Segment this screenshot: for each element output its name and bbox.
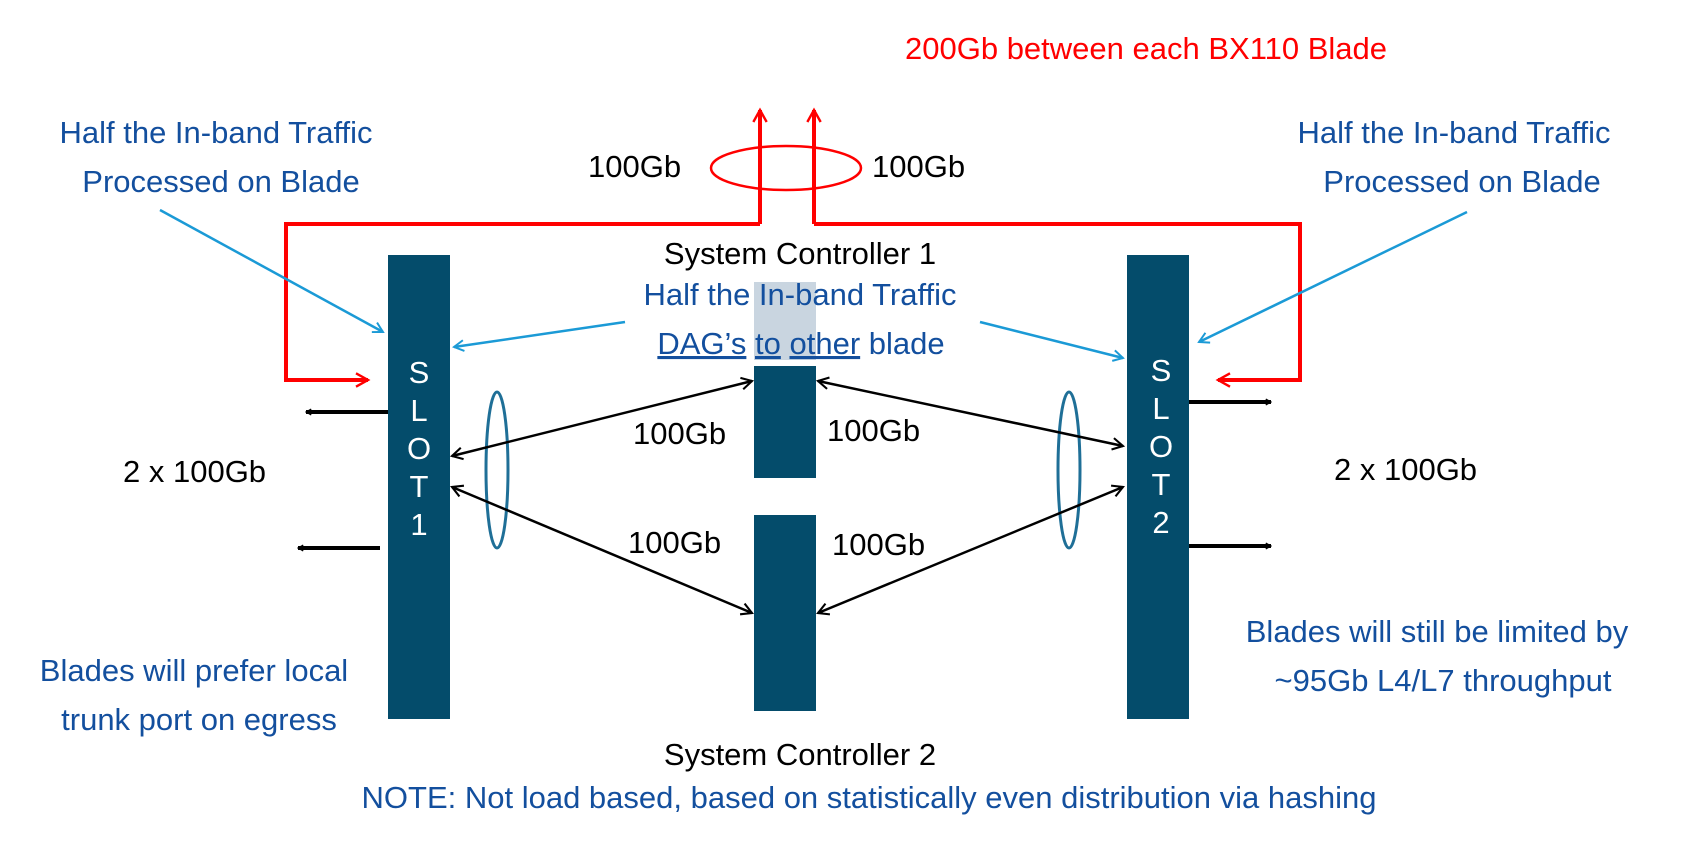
red-bundle-ring — [709, 144, 863, 192]
other-word: other — [789, 326, 860, 361]
slot2-letter: O — [1149, 429, 1173, 464]
footer-note: NOTE: Not load based, based on statistic… — [362, 780, 1377, 815]
note-right-bottom-line2: ~95Gb L4/L7 throughput — [1275, 663, 1612, 698]
slot1-blade — [388, 255, 450, 719]
slot1-letter: 1 — [410, 507, 427, 542]
slot1-letter: O — [407, 431, 431, 466]
slot2-letter: 2 — [1152, 505, 1169, 540]
note-left-top: Half the In-band Traffic Processed on Bl… — [59, 115, 372, 199]
slot2-letter: S — [1151, 353, 1172, 388]
slot1-link-ring — [484, 390, 510, 550]
trunk-label-left: 2 x 100Gb — [123, 454, 266, 489]
trunk-label-right: 2 x 100Gb — [1334, 452, 1477, 487]
slot1-letter: S — [409, 355, 430, 390]
slot1-label: S L O T 1 — [407, 355, 431, 542]
note-right-top-line2: Processed on Blade — [1323, 164, 1600, 199]
note-left-bottom: Blades will prefer local trunk port on e… — [40, 653, 348, 737]
slot2-link-ring — [1056, 390, 1082, 550]
slot2-letter: T — [1152, 467, 1171, 502]
note-right-top: Half the In-band Traffic Processed on Bl… — [1297, 115, 1610, 199]
system-controller-1-box — [754, 366, 816, 478]
dag-word: DAG’s — [657, 326, 746, 361]
slot2-letter: L — [1152, 391, 1169, 426]
callout-arrows — [159, 208, 1468, 362]
blade-word: blade — [869, 326, 945, 361]
system-controller-1-label: System Controller 1 — [664, 236, 936, 271]
system-controller-2-label: System Controller 2 — [664, 737, 936, 772]
slot1-letter: T — [410, 469, 429, 504]
slot2-blade — [1127, 255, 1189, 719]
note-right-bottom: Blades will still be limited by ~95Gb L4… — [1246, 614, 1629, 698]
note-left-bottom-line1: Blades will prefer local — [40, 653, 348, 688]
note-left-top-line1: Half the In-band Traffic — [59, 115, 372, 150]
note-center-line1: Half the In-band Traffic — [643, 277, 956, 312]
bandwidth-label-left: 100Gb — [588, 149, 681, 184]
link-label-upper-right: 100Gb — [827, 413, 920, 448]
note-left-top-line2: Processed on Blade — [82, 164, 359, 199]
to-word: to — [755, 326, 781, 361]
dag-highlight — [754, 282, 816, 360]
trunk-egress-arrows — [298, 402, 1271, 548]
red-traffic-path — [284, 107, 1302, 388]
system-controller-2-box — [754, 515, 816, 711]
link-label-lower-right: 100Gb — [832, 527, 925, 562]
red-throughput-label: 200Gb between each BX110 Blade — [905, 31, 1387, 66]
note-right-top-line1: Half the In-band Traffic — [1297, 115, 1610, 150]
note-center-line2: DAG’s to other blade — [657, 326, 944, 361]
note-right-bottom-line1: Blades will still be limited by — [1246, 614, 1629, 649]
controller-links — [449, 376, 1126, 616]
link-label-upper-left: 100Gb — [633, 416, 726, 451]
slot1-letter: L — [410, 393, 427, 428]
link-label-lower-left: 100Gb — [628, 525, 721, 560]
slot2-label: S L O T 2 — [1149, 353, 1173, 540]
bandwidth-label-right: 100Gb — [872, 149, 965, 184]
note-left-bottom-line2: trunk port on egress — [61, 702, 337, 737]
